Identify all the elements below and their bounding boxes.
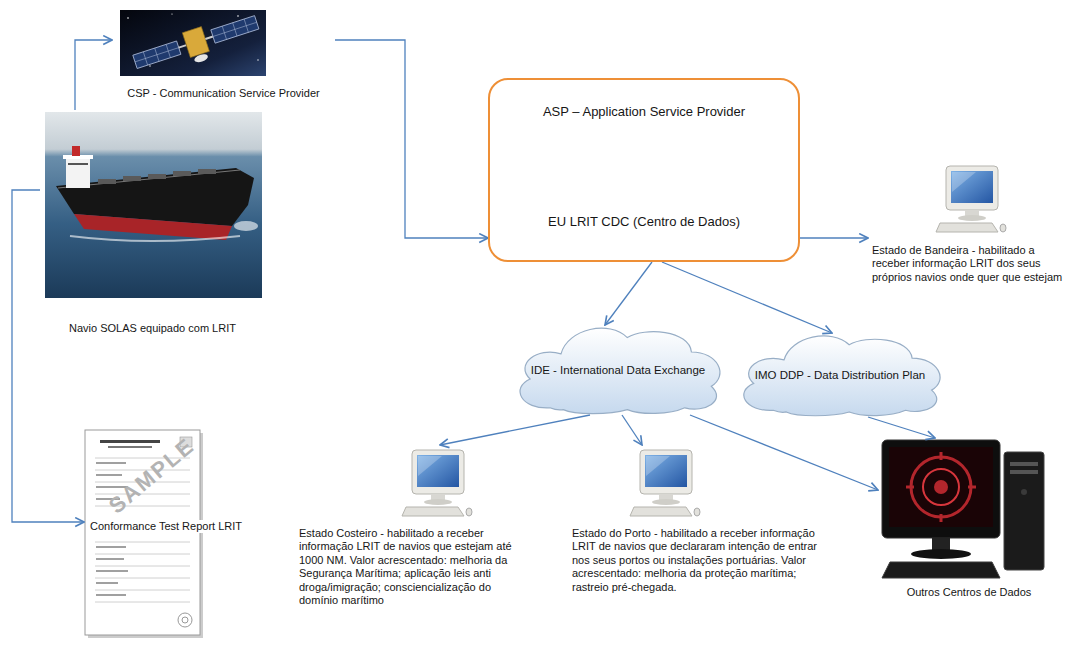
- flow-arrow: [335, 40, 488, 238]
- node-text: Conformance Test Report LRIT: [88, 520, 244, 533]
- node-text: Estado de Bandeira - habilitado a recebe…: [872, 244, 1072, 284]
- node-text: IDE - International Data Exchange: [531, 363, 706, 377]
- node-text: Estado Costeiro - habilitado a receber i…: [299, 527, 519, 607]
- node-text: CSP - Communication Service Provider: [116, 87, 331, 100]
- node-text: ASP – Application Service Provider: [506, 104, 782, 120]
- data-centre-computer: [882, 440, 1044, 578]
- cloud-shape: [520, 328, 720, 413]
- distribution-cloud: IMO DDP - Data Distribution Plan: [732, 333, 949, 417]
- flow-arrow: [12, 190, 84, 522]
- watermark-text: SAMPLE: [104, 433, 200, 520]
- flow-arrow: [662, 262, 832, 333]
- satellite-picture: [120, 10, 266, 81]
- data-centre-box: ASP – Application Service Provider EU LRI…: [488, 78, 800, 262]
- flow-arrow: [75, 40, 112, 110]
- cloud-shape: [743, 336, 939, 416]
- flow-arrow: [622, 415, 642, 445]
- flow-arrow: [605, 262, 652, 325]
- flow-arrow: [690, 415, 878, 490]
- document-picture: [85, 430, 203, 638]
- flow-arrow: [440, 415, 590, 445]
- flag-state-node: Estado de Bandeira - habilitado a recebe…: [868, 160, 1076, 284]
- coastal-state-node: Estado Costeiro - habilitado a receber i…: [295, 445, 523, 607]
- node-text: EU LRIT CDC (Centro de Dados): [506, 214, 782, 230]
- port-state-node: Estado do Porto - habilitado a receber i…: [568, 445, 838, 594]
- ship-photo: [45, 112, 262, 298]
- computer-icon: [936, 166, 1006, 232]
- node-text: IMO DDP - Data Distribution Plan: [755, 368, 925, 382]
- computer-icon: [630, 450, 700, 516]
- node-text: Navio SOLAS equipado com LRIT: [44, 322, 261, 335]
- computer-icon: [402, 450, 472, 516]
- other-centres-node: Outros Centros de Dados: [878, 438, 1060, 599]
- node-text: Estado do Porto - habilitado a receber i…: [572, 527, 834, 594]
- ship-node: Navio SOLAS equipado com LRIT: [40, 110, 265, 335]
- satellite-node: CSP - Communication Service Provider: [112, 8, 335, 100]
- node-text: Outros Centros de Dados: [882, 586, 1056, 599]
- flow-arrow: [800, 237, 868, 238]
- exchange-cloud: IDE - International Data Exchange: [508, 325, 729, 415]
- flow-arrow: [868, 417, 935, 438]
